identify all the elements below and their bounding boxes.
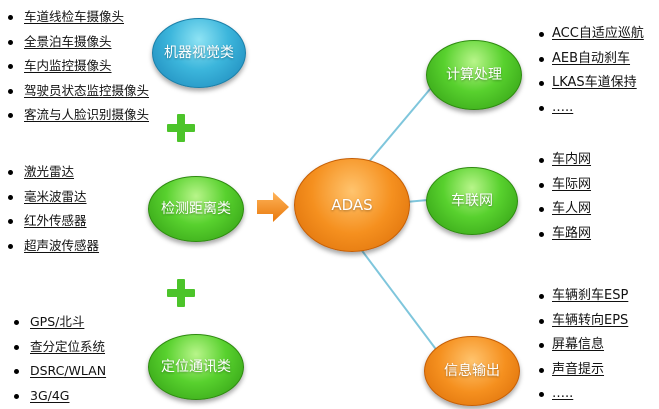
connector-output — [353, 239, 439, 353]
list-item: 查分定位系统 — [12, 335, 106, 360]
output-node: 信息输出 — [424, 336, 520, 406]
list-item: 车道线检车摄像头 — [6, 5, 149, 30]
list-item: 客流与人脸识别摄像头 — [6, 103, 149, 128]
plus-icon — [166, 113, 196, 143]
list-item: 全景泊车摄像头 — [6, 30, 149, 55]
adas-label: ADAS — [331, 196, 373, 214]
list-item: 车路网 — [536, 222, 591, 247]
v2x-node: 车联网 — [426, 167, 518, 235]
list-item: DSRC/WLAN — [12, 359, 106, 384]
machine-vision-label: 机器视觉类 — [164, 45, 234, 61]
right-arrow-icon — [257, 192, 289, 226]
list-item: 车内监控摄像头 — [6, 54, 149, 79]
positioning-node: 定位通讯类 — [148, 334, 244, 400]
list-item: 驾驶员状态监控摄像头 — [6, 79, 149, 104]
list-item: 红外传感器 — [6, 209, 99, 234]
list-item: 毫米波雷达 — [6, 185, 99, 210]
sensor-list: 激光雷达 毫米波雷达 红外传感器 超声波传感器 — [6, 160, 99, 258]
list-item: ….. — [536, 382, 628, 407]
list-item: 声音提示 — [536, 358, 628, 383]
list-item: ….. — [536, 96, 644, 121]
v2x-list: 车内网 车际网 车人网 车路网 — [536, 148, 591, 246]
camera-list: 车道线检车摄像头 全景泊车摄像头 车内监控摄像头 驾驶员状态监控摄像头 客流与人… — [6, 5, 149, 128]
list-item: 车内网 — [536, 148, 591, 173]
v2x-label: 车联网 — [451, 193, 493, 209]
ranging-node: 检测距离类 — [148, 176, 244, 242]
list-item: 3G/4G — [12, 384, 106, 409]
compute-label: 计算处理 — [446, 67, 502, 83]
list-item: AEB自动刹车 — [536, 47, 644, 72]
list-item: 车人网 — [536, 197, 591, 222]
list-item: ACC自适应巡航 — [536, 22, 644, 47]
list-item: 超声波传感器 — [6, 234, 99, 259]
adas-node: ADAS — [294, 158, 410, 252]
compute-node: 计算处理 — [426, 40, 522, 110]
list-item: LKAS车道保持 — [536, 71, 644, 96]
plus-icon — [166, 278, 196, 308]
list-item: 激光雷达 — [6, 160, 99, 185]
output-list: 车辆刹车ESP 车辆转向EPS 屏幕信息 声音提示 ….. — [536, 284, 628, 407]
list-item: GPS/北斗 — [12, 310, 106, 335]
list-item: 车辆刹车ESP — [536, 284, 628, 309]
machine-vision-node: 机器视觉类 — [152, 18, 246, 88]
positioning-label: 定位通讯类 — [161, 359, 231, 375]
list-item: 车际网 — [536, 173, 591, 198]
compute-list: ACC自适应巡航 AEB自动刹车 LKAS车道保持 ….. — [536, 22, 644, 120]
positioning-list: GPS/北斗 查分定位系统 DSRC/WLAN 3G/4G — [12, 310, 106, 408]
list-item: 屏幕信息 — [536, 333, 628, 358]
output-label: 信息输出 — [444, 363, 500, 379]
ranging-label: 检测距离类 — [161, 201, 231, 217]
list-item: 车辆转向EPS — [536, 309, 628, 334]
connector-compute — [361, 81, 437, 171]
